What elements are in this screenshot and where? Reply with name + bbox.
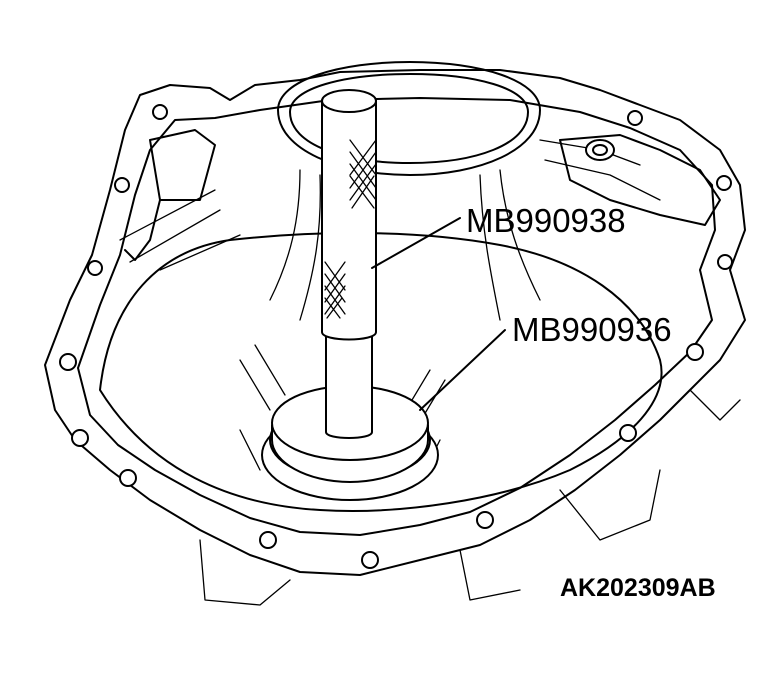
figure-id: AK202309AB: [560, 574, 716, 602]
inner-ribs: [239, 344, 446, 481]
right-boss-hole-inner: [592, 144, 608, 156]
bolt-holes: [59, 104, 733, 569]
handle-knurl-upper: [349, 139, 377, 209]
left-rib: [119, 189, 241, 271]
right-boss: [559, 134, 721, 226]
installer-handle-upper: [321, 99, 377, 341]
installer-handle-lower: [325, 329, 373, 439]
lower-housing: [199, 389, 741, 606]
callout-label-tool-2: MB990936: [512, 311, 672, 348]
callout-label-tool-1: MB990938: [466, 202, 626, 239]
case-inner-edge: [77, 97, 716, 536]
case-flange: [44, 69, 746, 576]
installer-handle-cap: [321, 89, 377, 113]
housing-ribs: [269, 139, 661, 321]
leader-line-tool-2: [419, 329, 506, 411]
leader-line-tool-1: [371, 217, 461, 269]
left-bracket: [124, 129, 216, 261]
handle-knurl-lower: [324, 261, 346, 319]
